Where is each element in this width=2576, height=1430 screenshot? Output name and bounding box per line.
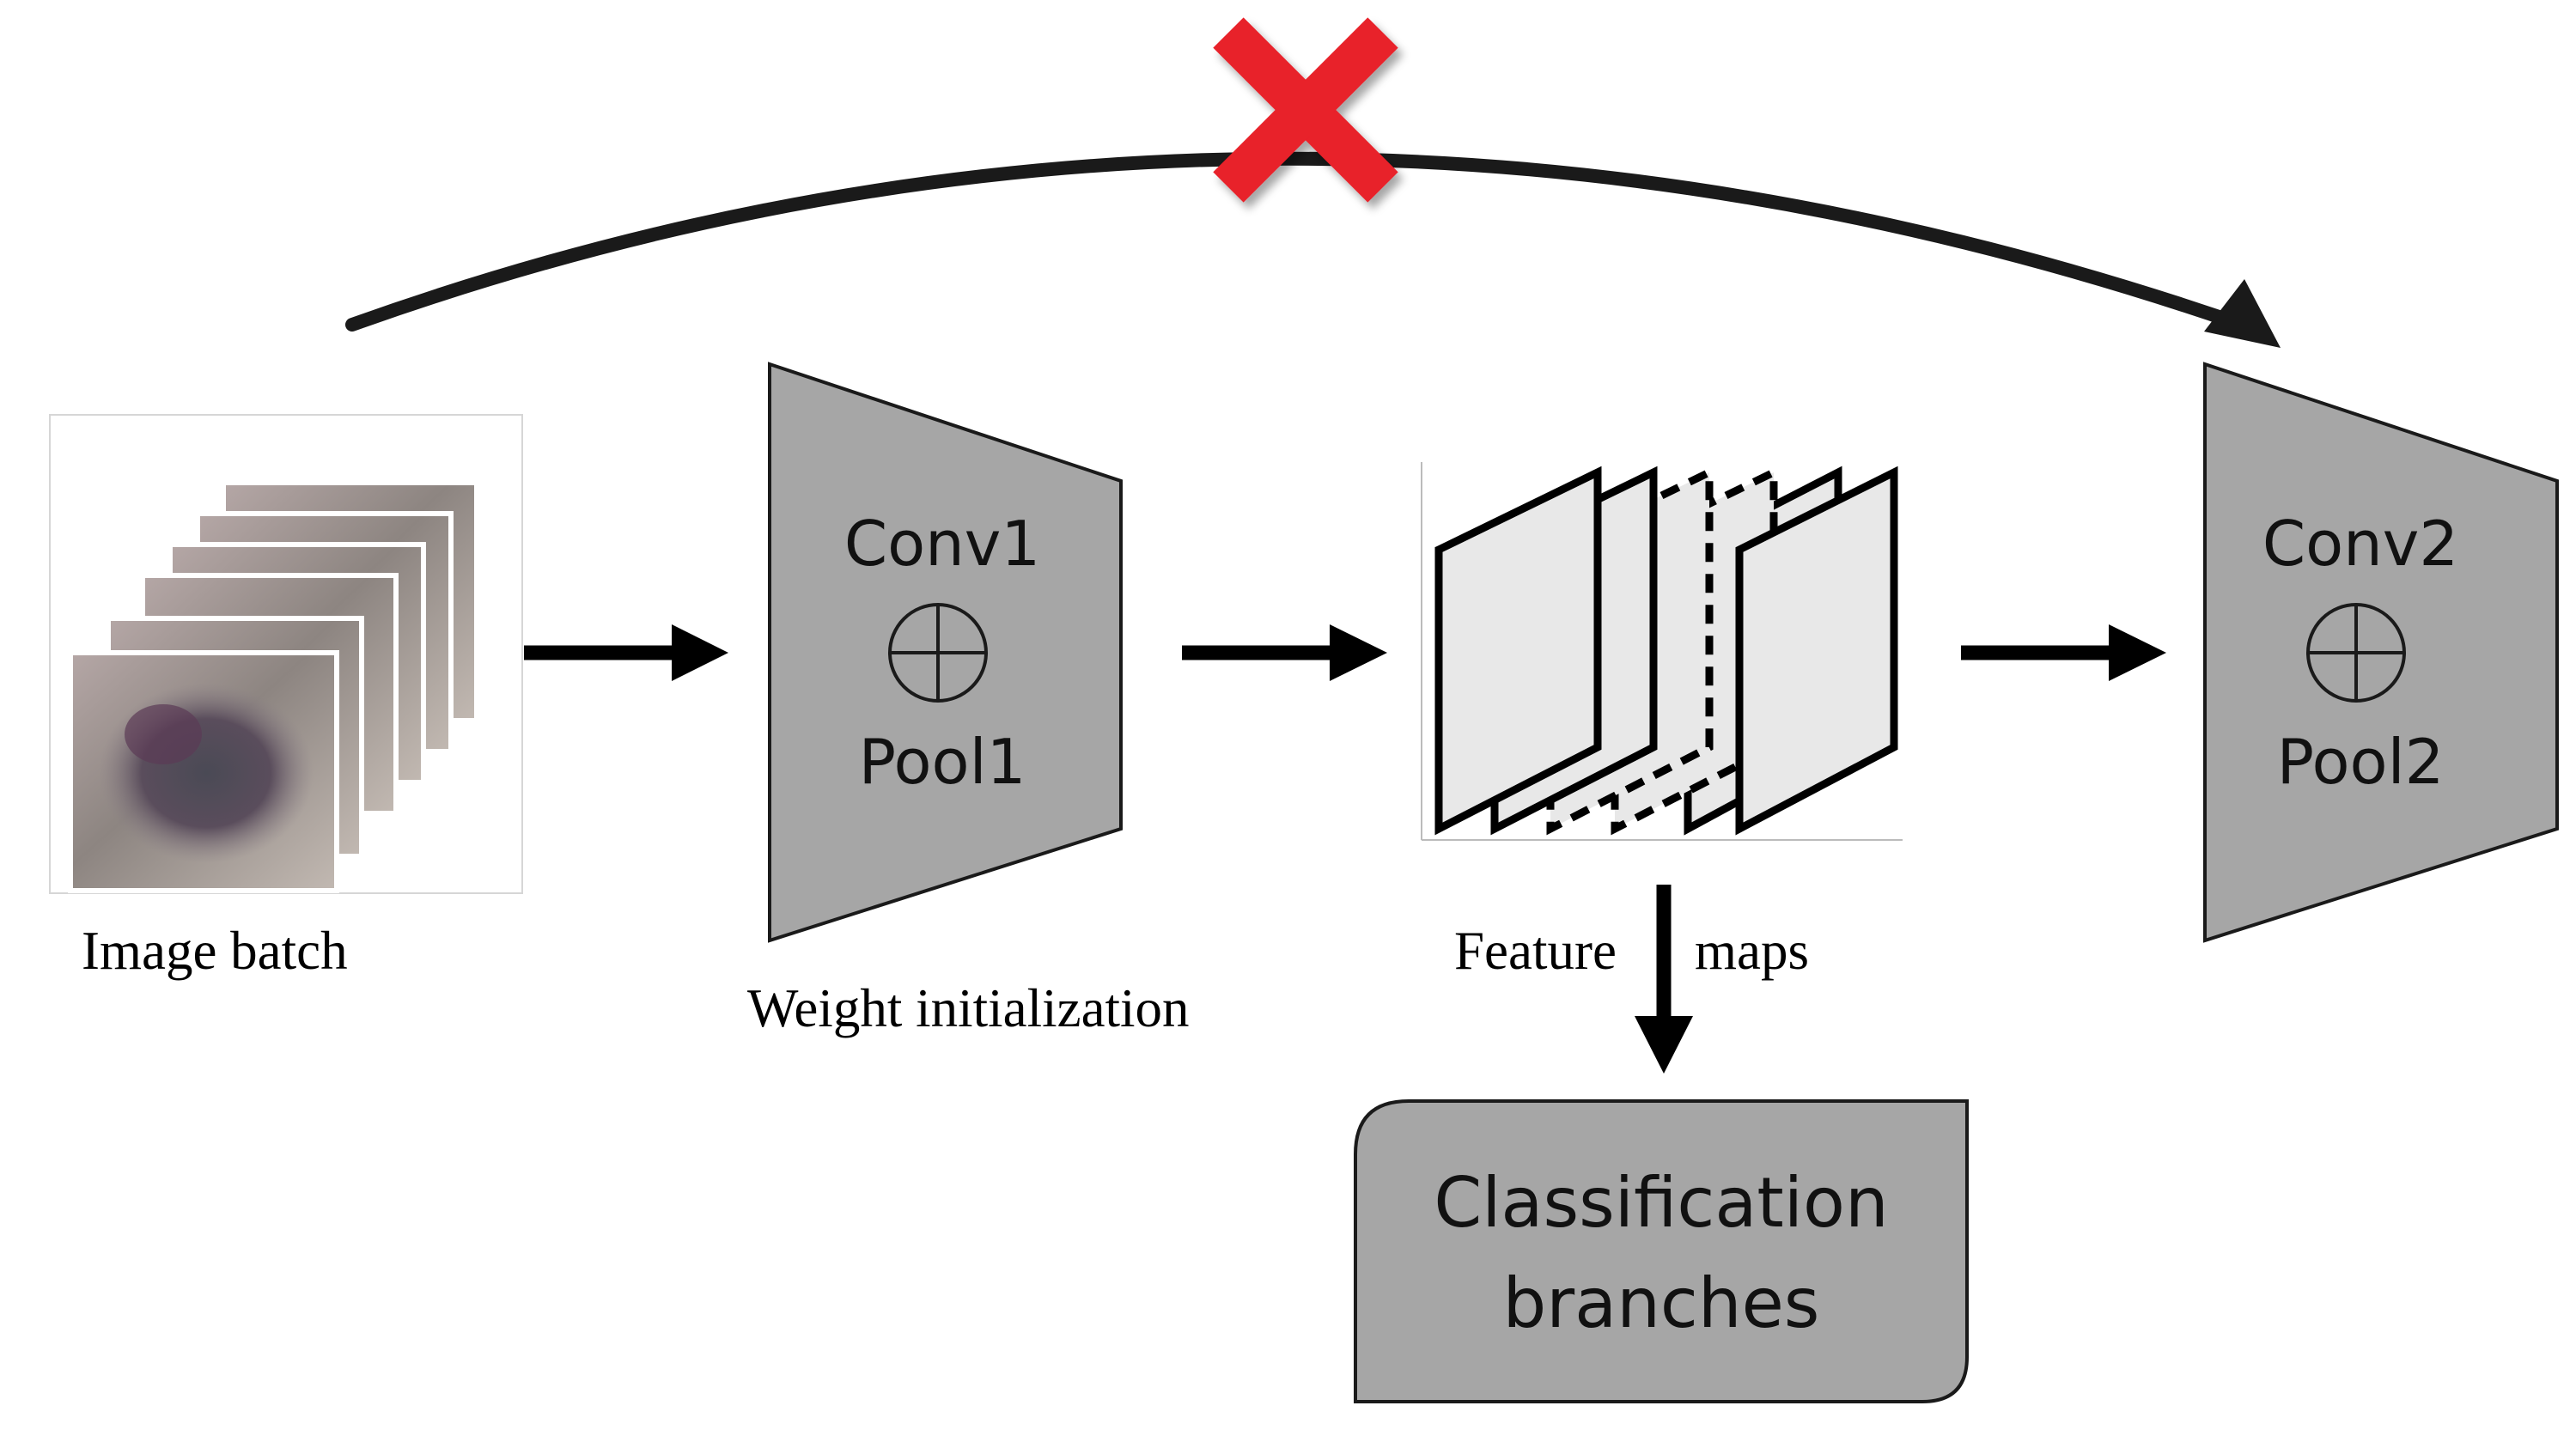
feature-maps-stack — [1421, 462, 1903, 841]
red-x-icon — [1213, 17, 1398, 203]
branches-label: branches — [1503, 1263, 1820, 1343]
skip-connection-arrowhead — [2204, 279, 2281, 348]
circled-plus-icon — [2306, 603, 2406, 703]
image-batch-label: Image batch — [82, 921, 348, 981]
arrow-to-classification — [1635, 885, 1693, 1074]
image-batch-frame-1 — [68, 650, 339, 893]
arrow-to-conv1 — [524, 624, 728, 681]
pool1-label: Pool1 — [859, 726, 1026, 798]
weight-initialization-label: Weight initialization — [747, 978, 1190, 1038]
feature-label: Feature — [1454, 921, 1617, 981]
maps-label: maps — [1695, 921, 1809, 981]
pool2-label: Pool2 — [2277, 726, 2445, 798]
classification-label: Classification — [1434, 1163, 1888, 1243]
arrow-to-feature-maps — [1182, 624, 1387, 681]
circled-plus-icon — [888, 603, 988, 703]
conv2-label: Conv2 — [2262, 508, 2458, 580]
feature-map-front — [1735, 466, 1898, 836]
feature-map-2 — [1434, 466, 1602, 836]
conv1-label: Conv1 — [844, 508, 1040, 580]
classification-branches-box — [1354, 1099, 1969, 1403]
image-batch-stack — [68, 480, 479, 893]
skip-connection-arc — [345, 151, 2266, 338]
arrow-to-conv2 — [1961, 624, 2166, 681]
